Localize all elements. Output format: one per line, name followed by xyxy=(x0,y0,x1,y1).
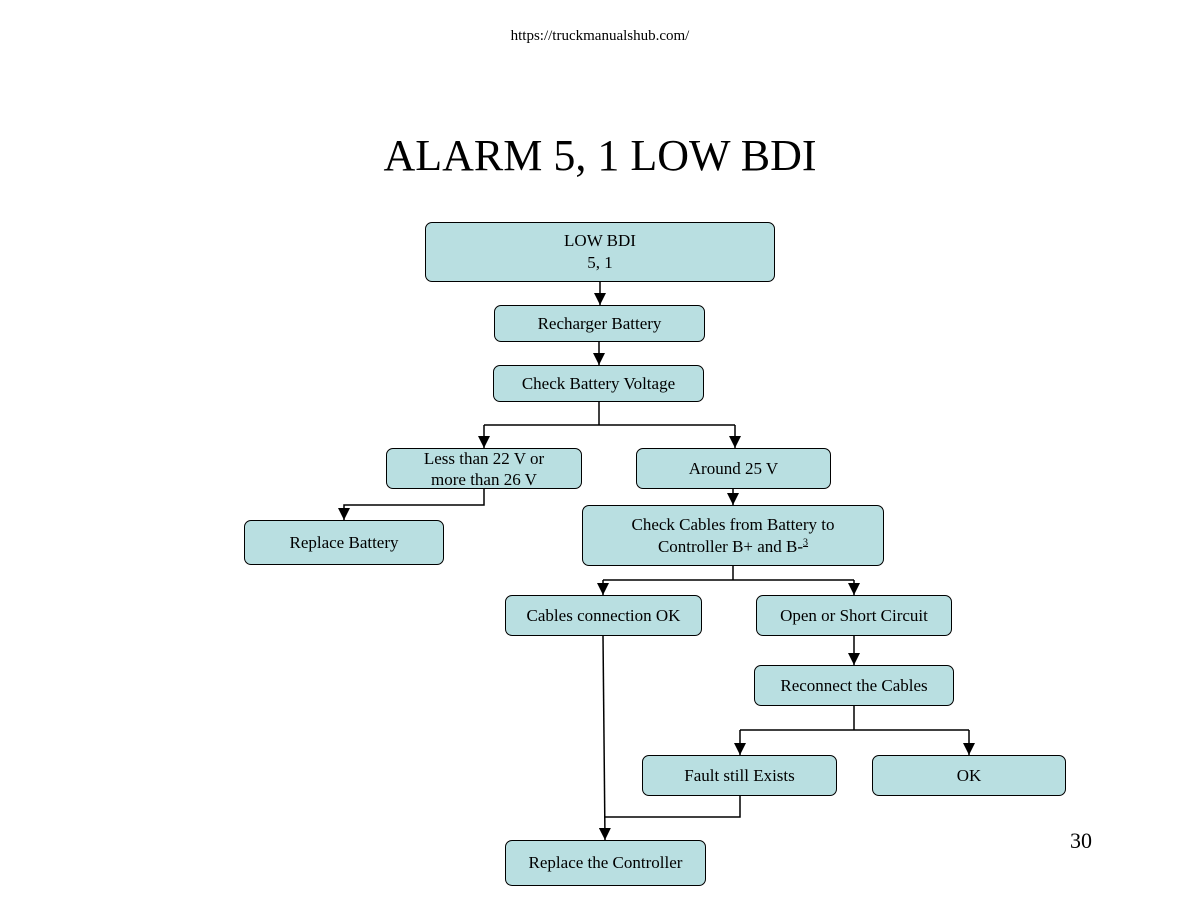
node-check-cables-line2: Controller B+ and B- xyxy=(657,536,804,556)
node-low-bdi-line1: LOW BDI xyxy=(564,231,636,250)
node-check-cables-line2-wrap: Controller B+ and B-3 xyxy=(658,536,808,558)
node-ok-label: OK xyxy=(956,765,982,785)
node-replace-controller-label: Replace the Controller xyxy=(528,853,683,872)
source-url: https://truckmanualshub.com/ xyxy=(510,28,690,44)
node-low-bdi-line2: 5, 1 xyxy=(587,253,613,272)
node-replace-controller: Replace the Controller xyxy=(505,840,706,886)
connector-voltage-branch-base xyxy=(484,402,735,426)
node-reconnect-cables-label: Reconnect the Cables xyxy=(780,675,928,695)
node-check-cables: Check Cables from Battery to Controller … xyxy=(582,505,884,566)
node-replace-battery-label: Replace Battery xyxy=(289,532,399,552)
footnote-reference: 3 xyxy=(803,536,809,548)
node-cables-connection-ok: Cables connection OK xyxy=(505,595,702,636)
node-low-bdi: LOW BDI 5, 1 xyxy=(425,222,775,282)
node-recharger-battery: Recharger Battery xyxy=(494,305,705,342)
node-ok: OK xyxy=(872,755,1066,796)
node-around-25v: Around 25 V xyxy=(636,448,831,489)
node-check-battery-voltage-label: Check Battery Voltage xyxy=(521,373,676,393)
node-replace-battery: Replace Battery xyxy=(244,520,444,565)
node-fault-still-exists-label: Fault still Exists xyxy=(684,765,795,785)
page-title: ALARM 5, 1 LOW BDI xyxy=(383,131,817,180)
node-fault-still-exists: Fault still Exists xyxy=(642,755,837,796)
node-recharger-battery-label: Recharger Battery xyxy=(537,313,662,333)
node-open-or-short-circuit-label: Open or Short Circuit xyxy=(780,605,928,625)
connector-reconnect-branch-base xyxy=(740,706,969,731)
node-reconnect-cables: Reconnect the Cables xyxy=(754,665,954,706)
page-number: 30 xyxy=(1070,828,1092,853)
node-around-25v-label: Around 25 V xyxy=(688,458,779,478)
node-less-than-22v-line1: Less than 22 V or xyxy=(423,448,545,468)
node-less-than-22v: Less than 22 V or more than 26 V xyxy=(386,448,582,489)
connector-to-replace-battery xyxy=(338,489,485,520)
node-less-than-22v-line2: more than 26 V xyxy=(431,469,537,489)
node-open-or-short-circuit: Open or Short Circuit xyxy=(756,595,952,636)
connector-cables-ok-to-replace-controller xyxy=(598,635,611,841)
connector-cables-branch-base xyxy=(603,566,854,581)
node-check-cables-line1: Check Cables from Battery to xyxy=(631,514,835,534)
node-check-battery-voltage: Check Battery Voltage xyxy=(493,365,704,402)
connector-fault-to-replace-controller xyxy=(604,796,741,818)
node-cables-connection-ok-label: Cables connection OK xyxy=(526,605,681,625)
